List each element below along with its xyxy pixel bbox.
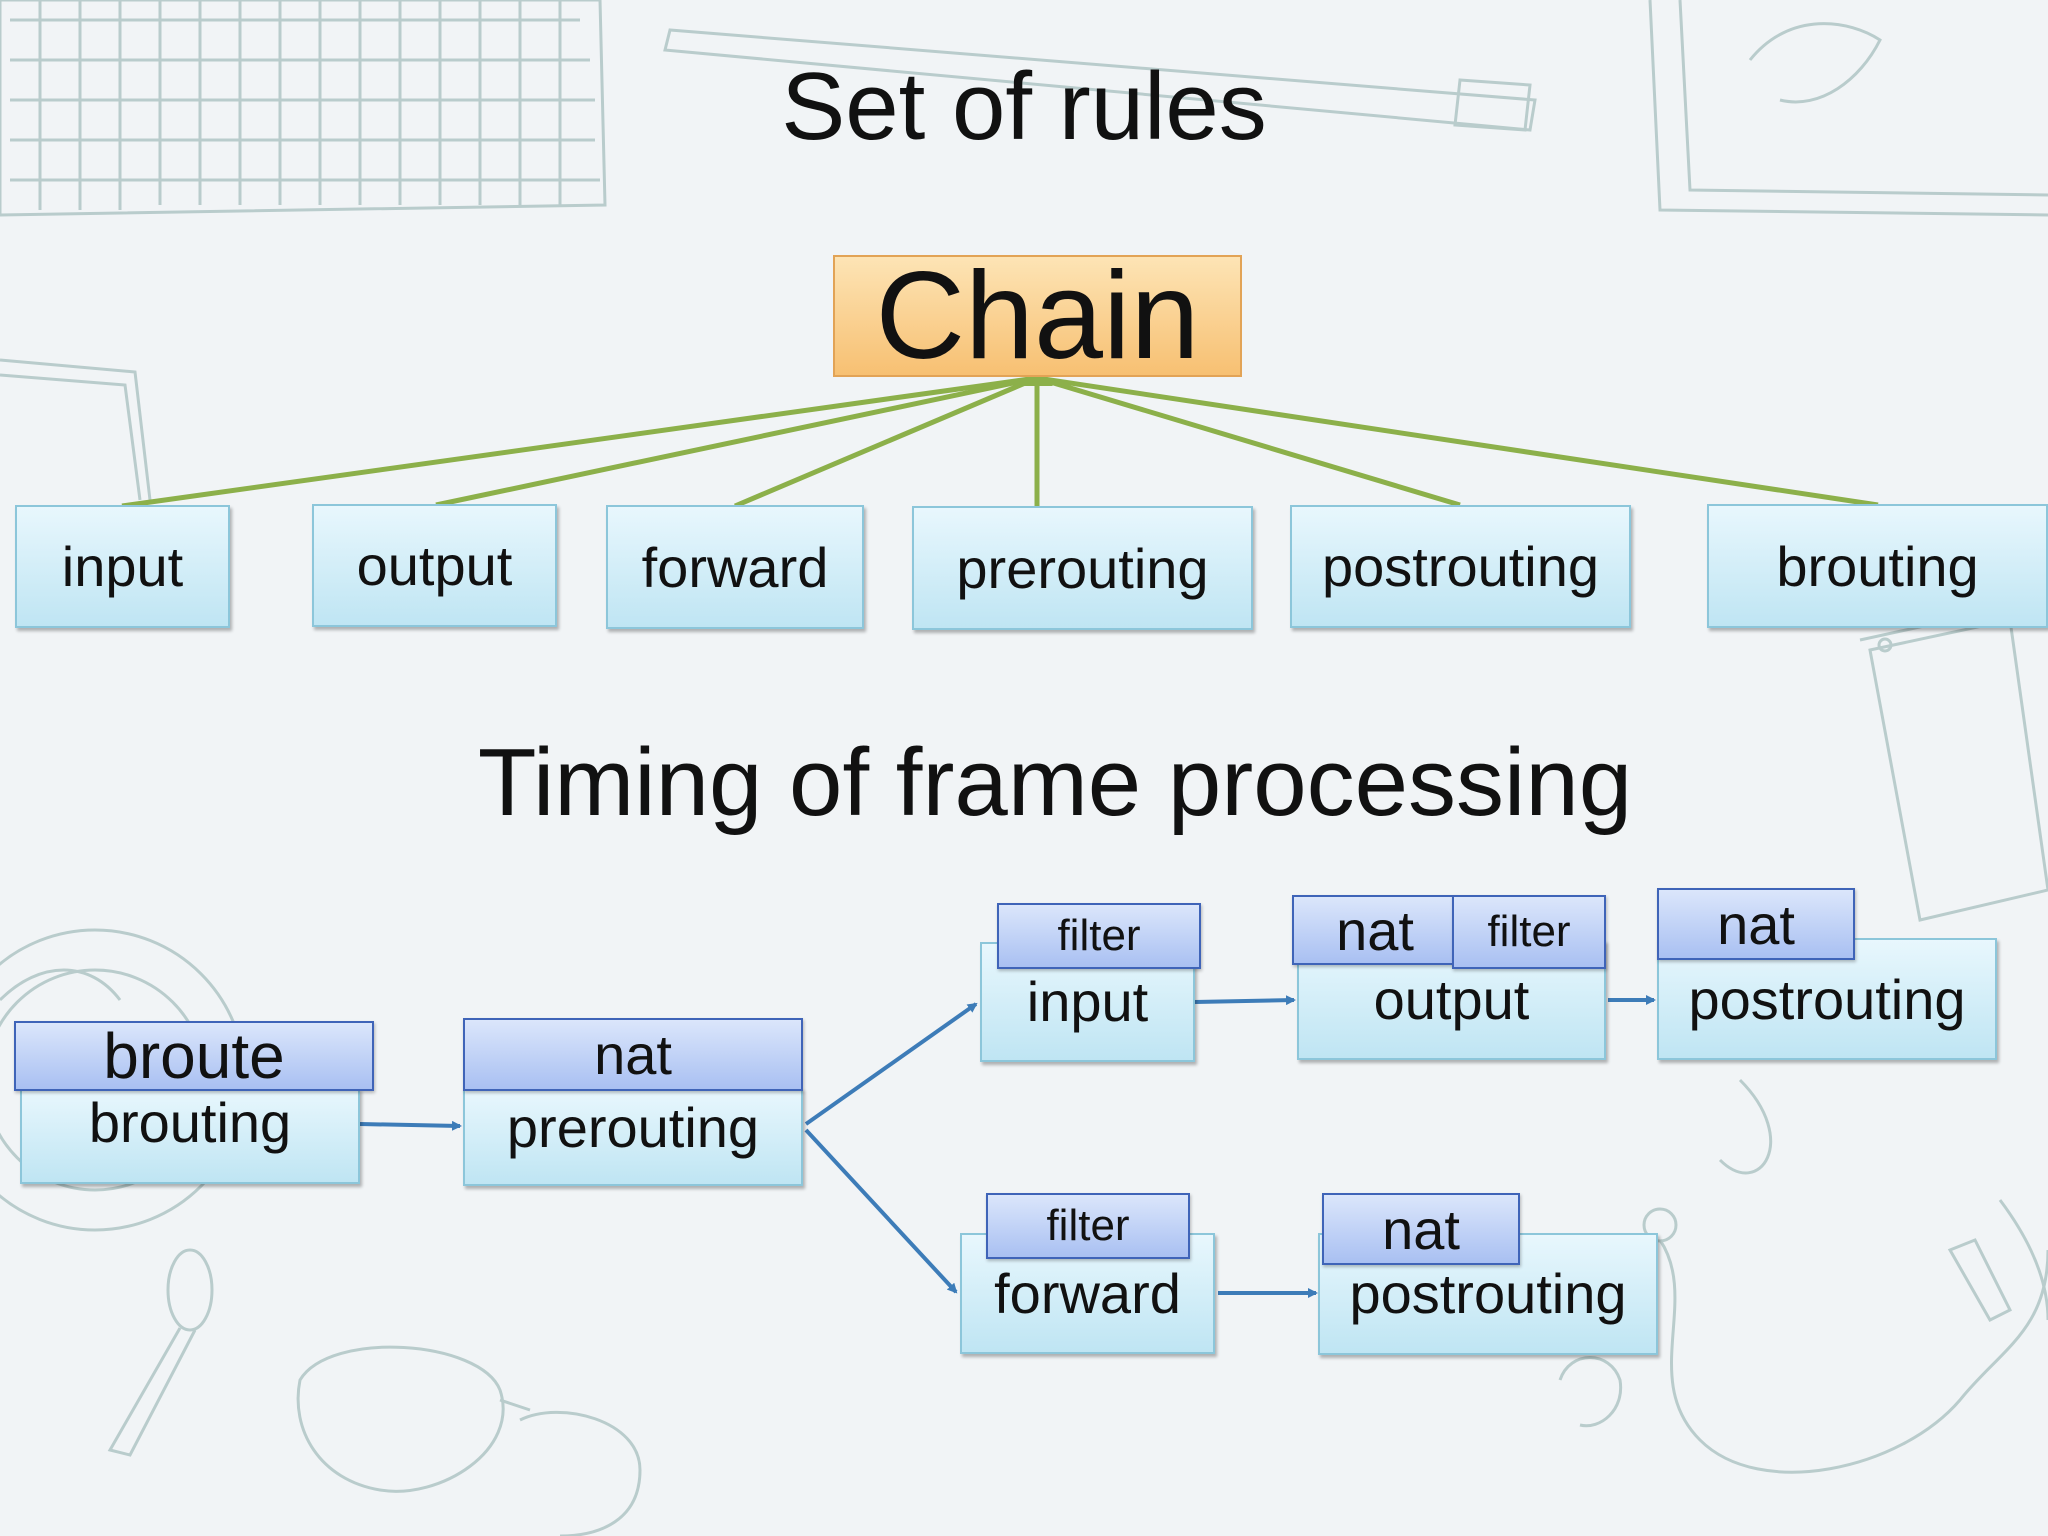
arrow-brouting-to-prerouting <box>359 1120 462 1131</box>
spoon-sketch <box>107 1248 214 1457</box>
table-label: filter <box>1487 907 1571 956</box>
chain-type-postrouting: postrouting <box>1290 505 1631 628</box>
chain-type-label: prerouting <box>956 536 1209 600</box>
table-tab-nat: nat <box>1322 1193 1520 1265</box>
chain-type-label: postrouting <box>1321 535 1600 598</box>
table-label: nat <box>1382 1197 1460 1261</box>
chain-type-label: forward <box>641 535 829 599</box>
chain-type-forward: forward <box>606 505 864 629</box>
connector-postrouting <box>1036 375 1461 508</box>
chain-label-brouting: brouting <box>88 1091 292 1154</box>
chain-type-brouting: brouting <box>1707 504 2048 628</box>
keyboard-sketch <box>0 0 607 217</box>
chain-box: Chain <box>833 247 1242 385</box>
chain-type-output: output <box>312 504 557 627</box>
arrow-input-to-output <box>1194 995 1296 1006</box>
table-tab-filter: filter <box>997 903 1201 969</box>
table-label: broute <box>103 1020 285 1092</box>
timing-title: Timing of frame processing <box>477 729 1633 836</box>
page-title: Set of rules <box>781 53 1267 160</box>
chain-type-label: input <box>61 535 184 598</box>
chain-label-input: input <box>1026 970 1149 1033</box>
cable-sketch <box>1718 1078 2048 1321</box>
table-label: filter <box>1057 911 1141 960</box>
connector-output <box>435 375 1038 508</box>
chain-label-prerouting: prerouting <box>506 1096 760 1159</box>
chain-type-input: input <box>15 505 230 628</box>
arrow-prerouting-to-input <box>804 1002 978 1126</box>
arrow-prerouting-to-forward <box>804 1128 958 1294</box>
chain-label-postrouting: postrouting <box>1688 968 1966 1031</box>
table-label: nat <box>594 1023 672 1086</box>
table-tab-nat: nat <box>463 1018 803 1091</box>
connector-arrowhead <box>1021 372 1053 386</box>
connector-forward <box>734 375 1038 509</box>
table-tab-nat: nat <box>1292 895 1458 965</box>
table-tab-broute: broute <box>14 1020 374 1092</box>
chain-type-label: brouting <box>1776 534 1979 598</box>
connector-input <box>121 375 1038 509</box>
table-label: nat <box>1336 898 1414 962</box>
table-label: filter <box>1046 1201 1130 1250</box>
earphones-sketch <box>1558 1207 2048 1474</box>
table-tab-nat: nat <box>1657 888 1855 960</box>
table-label: nat <box>1717 892 1795 956</box>
chain-label-forward: forward <box>994 1262 1181 1325</box>
pen-sketch <box>663 28 1537 132</box>
table-tab-filter: filter <box>1452 895 1606 969</box>
chain-type-label: output <box>356 534 513 597</box>
chain-type-prerouting: prerouting <box>912 506 1253 630</box>
notebook-sketch <box>1648 0 2048 217</box>
connector-brouting <box>1036 375 1879 508</box>
chain-label-output: output <box>1373 968 1530 1031</box>
glasses-sketch <box>296 1345 642 1536</box>
table-tab-filter: filter <box>986 1193 1190 1259</box>
stage-prerouting-box <box>463 1088 803 1186</box>
chain-label-postrouting: postrouting <box>1349 1262 1627 1325</box>
laptop-sketch <box>0 358 152 501</box>
chain-label: Chain <box>875 247 1200 385</box>
